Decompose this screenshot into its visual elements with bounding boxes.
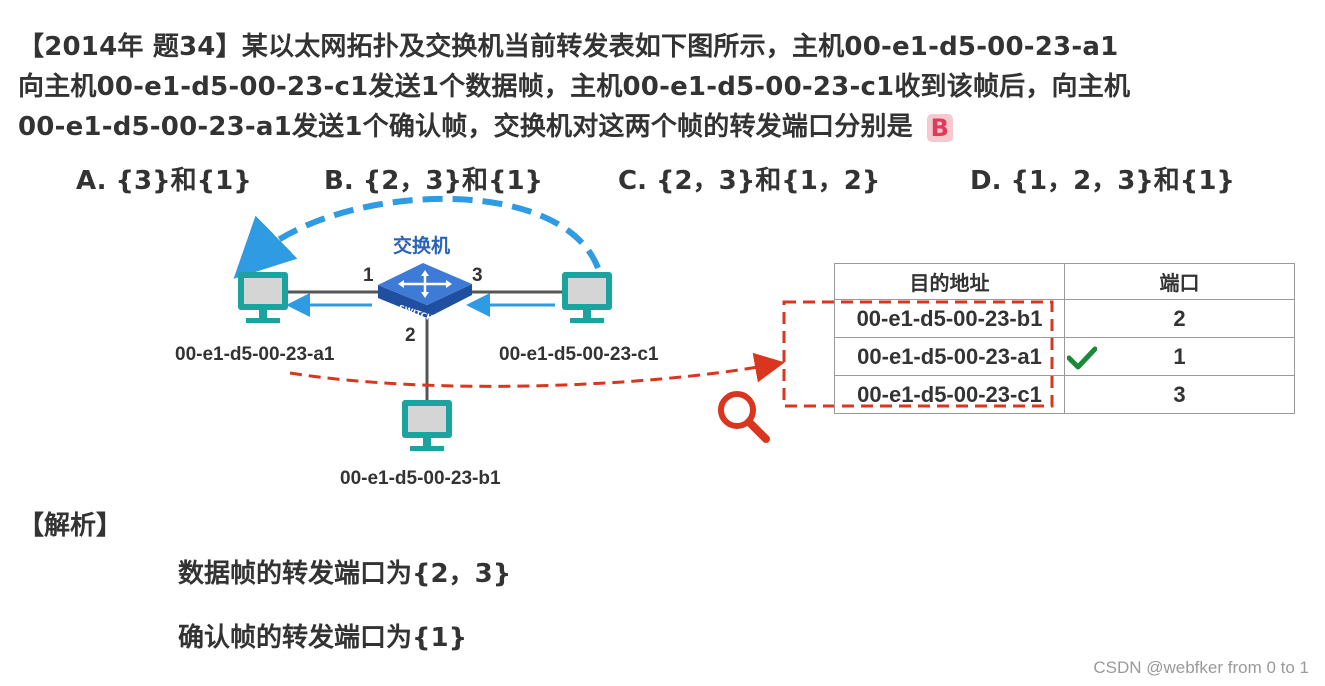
port-1-label: 1: [363, 265, 374, 286]
ack-curve-arrow: [233, 195, 601, 279]
analysis-line-1: 数据帧的转发端口为{2，3}: [178, 559, 512, 589]
check-icon: [1067, 346, 1097, 370]
cell-port: 1: [1064, 337, 1295, 376]
cell-mac: 00-e1-d5-00-23-b1: [834, 299, 1065, 338]
host-c1-icon: [562, 272, 612, 323]
forwarding-table: 目的地址 端口 00-e1-d5-00-23-b1 2 00-e1-d5-00-…: [834, 263, 1295, 414]
cell-mac: 00-e1-d5-00-23-a1: [834, 337, 1065, 376]
table-row: 00-e1-d5-00-23-c1 3: [834, 375, 1295, 414]
question-line-3: 00-e1-d5-00-23-a1发送1个确认帧，交换机对这两个帧的转发端口分别…: [18, 106, 953, 143]
host-c1-label: 00-e1-d5-00-23-c1: [499, 344, 659, 365]
option-c: C. {2，3}和{1，2}: [618, 166, 881, 196]
port-2-label: 2: [405, 325, 416, 346]
table-header-row: 目的地址 端口: [834, 263, 1295, 300]
host-b1-label: 00-e1-d5-00-23-b1: [340, 468, 501, 489]
switch-icon: SWITCH: [378, 263, 472, 323]
host-a1-label: 00-e1-d5-00-23-a1: [175, 344, 335, 365]
cell-port: 2: [1064, 299, 1295, 338]
column-header-dest: 目的地址: [834, 263, 1065, 300]
table-row: 00-e1-d5-00-23-b1 2: [834, 299, 1295, 338]
option-a: A. {3}和{1}: [76, 166, 252, 196]
analysis-line-2: 确认帧的转发端口为{1}: [178, 623, 468, 653]
column-header-port: 端口: [1064, 263, 1295, 300]
lookup-curve-arrow: [289, 352, 785, 388]
watermark: CSDN @webfker from 0 to 1: [1093, 658, 1309, 677]
option-d: D. {1，2，3}和{1}: [970, 166, 1235, 196]
search-icon: [718, 391, 770, 443]
table-row: 00-e1-d5-00-23-a1 1: [834, 337, 1295, 376]
port-3-label: 3: [472, 265, 483, 286]
switch-label: 交换机: [393, 235, 451, 257]
option-b: B. {2，3}和{1}: [324, 166, 544, 196]
host-b1-icon: [402, 400, 452, 451]
question-line-2: 向主机00-e1-d5-00-23-c1发送1个数据帧，主机00-e1-d5-0…: [18, 72, 1131, 102]
question-line-3-text: 00-e1-d5-00-23-a1发送1个确认帧，交换机对这两个帧的转发端口分别…: [18, 112, 913, 142]
analysis-title: 【解析】: [18, 511, 123, 541]
host-a1-icon: [238, 272, 288, 323]
cell-mac: 00-e1-d5-00-23-c1: [834, 375, 1065, 414]
question-line-1: 【2014年 题34】某以太网拓扑及交换机当前转发表如下图所示，主机00-e1-…: [18, 32, 1119, 62]
cell-port: 3: [1064, 375, 1295, 414]
answer-badge: B: [926, 113, 953, 142]
